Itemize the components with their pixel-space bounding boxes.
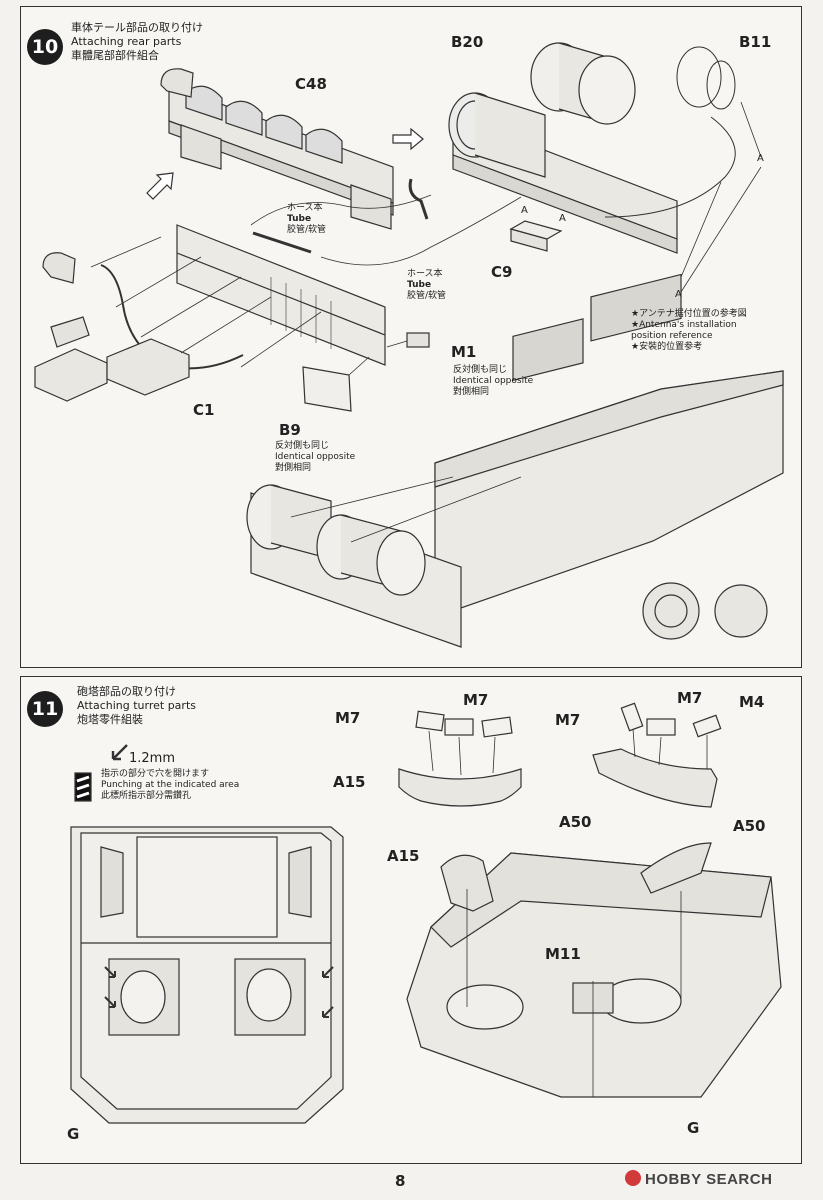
part-c48: C48 (295, 75, 327, 93)
step-10-title-jp: 車体テール部品の取り付け (71, 21, 203, 34)
part-c9: C9 (491, 263, 513, 281)
part-b9: B9 (279, 421, 301, 439)
part-a50-2: A50 (733, 817, 766, 835)
step-10-illustration (34, 42, 784, 648)
drill-size: 1.2mm (129, 751, 176, 766)
part-a50-1: A50 (559, 813, 592, 831)
part-m1: M1 (451, 343, 477, 361)
step-10-title-en: Attaching rear parts (71, 35, 182, 48)
antenna-reference-note: ★アンテナ据付位置の参考図 ★Antenna's installation po… (631, 309, 747, 352)
part-b20: B20 (451, 33, 484, 51)
ref-a-2: A (521, 205, 528, 216)
part-m11: M11 (545, 945, 581, 963)
step-11-title: 砲塔部品の取り付け Attaching turret parts 炮塔零件組裝 (77, 685, 196, 727)
drill-note: 指示の部分で穴を開けます Punching at the indicated a… (101, 769, 240, 801)
watermark-logo: HOBBY SEARCH (625, 1170, 772, 1188)
ref-a-4: A (675, 289, 682, 300)
m1-identical-note: 反対側も同じ Identical opposite 對側相同 (453, 365, 534, 397)
step-11-title-en: Attaching turret parts (77, 699, 196, 712)
page-number: 8 (395, 1172, 406, 1190)
part-m7-2: M7 (463, 691, 489, 709)
step-10-title: 車体テール部品の取り付け Attaching rear parts 車體尾部部件… (71, 21, 203, 63)
step-11-title-cn: 炮塔零件組裝 (77, 713, 143, 726)
watermark-mark-icon (625, 1170, 641, 1186)
step-10-badge: 10 (27, 29, 63, 65)
part-m4: M4 (739, 693, 765, 711)
step-11-title-jp: 砲塔部品の取り付け (77, 685, 176, 698)
step-11-panel: 11 砲塔部品の取り付け Attaching turret parts 炮塔零件… (20, 676, 802, 1164)
part-m7-3: M7 (555, 711, 581, 729)
b9-identical-note: 反対側も同じ Identical opposite 對側相同 (275, 441, 356, 473)
part-g-2: G (687, 1119, 700, 1137)
step-10-title-cn: 車體尾部部件組合 (71, 49, 159, 62)
step-10-panel: 10 車体テール部品の取り付け Attaching rear parts 車體尾… (20, 6, 802, 668)
part-m7-4: M7 (677, 689, 703, 707)
part-a15-2: A15 (387, 847, 420, 865)
tube-note-lower: ホース本 Tube 胶管/软管 (407, 269, 447, 301)
ref-a-3: A (559, 213, 566, 224)
part-b11: B11 (739, 33, 772, 51)
ref-a-1: A (757, 153, 764, 164)
step-11-badge: 11 (27, 691, 63, 727)
part-c1: C1 (193, 401, 215, 419)
part-g-1: G (67, 1125, 80, 1143)
part-m7-1: M7 (335, 709, 361, 727)
part-a15-1: A15 (333, 773, 366, 791)
step-11-illustration (70, 702, 782, 1124)
tube-note-upper: ホース本 Tube 胶管/软管 (287, 203, 327, 235)
